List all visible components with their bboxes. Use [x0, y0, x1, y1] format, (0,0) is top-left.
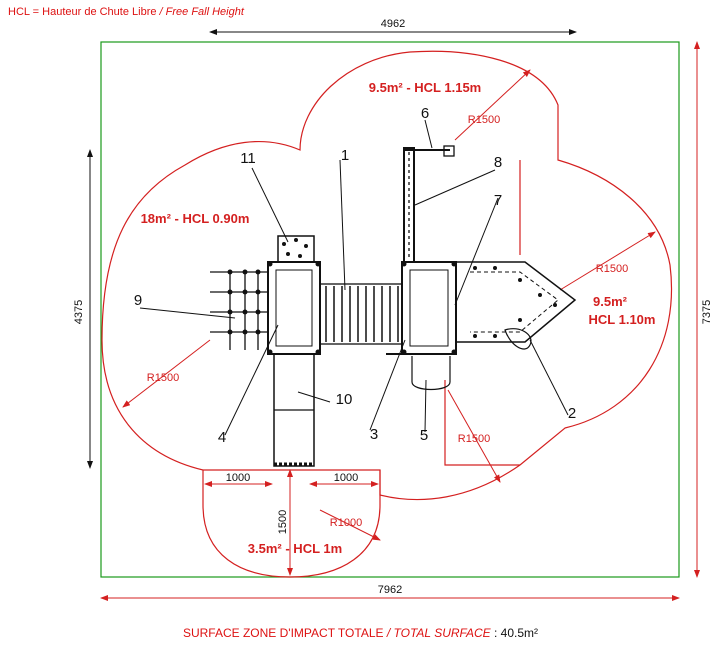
- callouts: [139, 119, 569, 436]
- zone-left-label: 18m² - HCL 0.90m: [141, 211, 250, 226]
- callout-3: 3: [370, 426, 378, 443]
- callout-7: 7: [494, 192, 502, 209]
- bottom-right-radius-label: R1500: [458, 433, 490, 445]
- ramp-radius-line: [319, 509, 381, 541]
- top-dimension-label: 4962: [381, 18, 405, 30]
- callout-6: 6: [421, 105, 429, 122]
- ramp-radius-label: R1000: [330, 517, 362, 529]
- left-dimension-label: 4375: [73, 300, 85, 324]
- entry-step: [411, 356, 451, 391]
- play-structure: [210, 145, 577, 467]
- right-radius-label: R1500: [596, 263, 628, 275]
- legend: HCL = Hauteur de Chute Libre / Free Fall…: [8, 6, 244, 18]
- climbing-pole-frame: [403, 147, 415, 263]
- left-radius-label: R1500: [147, 372, 179, 384]
- callout-2: 2: [568, 405, 576, 422]
- left-tower-roof: [277, 235, 315, 263]
- bottom-dimension-label: 7962: [378, 584, 402, 596]
- net-climber: [210, 269, 268, 350]
- callout-4: 4: [218, 429, 226, 446]
- ramp-left-dim-label: 1000: [226, 472, 250, 484]
- top-radius-line: [454, 69, 531, 141]
- right-dimension-label: 7375: [701, 300, 713, 324]
- impact-zone-outline: [101, 50, 673, 501]
- ramp-depth-dim-label: 1500: [277, 510, 289, 534]
- ramp-right-dim-label: 1000: [334, 472, 358, 484]
- callout-9: 9: [134, 292, 142, 309]
- top-radius-label: R1500: [468, 114, 500, 126]
- right-radius-line: [559, 231, 656, 291]
- total-surface-footer: SURFACE ZONE D'IMPACT TOTALE / TOTAL SUR…: [0, 626, 721, 640]
- callout-1: 1: [341, 147, 349, 164]
- zone-bottom-label: 3.5m² - HCL 1m: [248, 541, 342, 556]
- boundary-rectangle: [100, 41, 680, 578]
- zone-top-label: 9.5m² - HCL 1.15m: [369, 80, 481, 95]
- callout-8: 8: [494, 154, 502, 171]
- right-zone-separator: [444, 160, 521, 466]
- left-radius-line: [122, 339, 211, 408]
- zone-right-label-1: 9.5m²: [593, 294, 628, 309]
- callout-11: 11: [240, 150, 256, 167]
- footer-value: : 40.5m²: [494, 626, 539, 640]
- bottom-right-radius-line: [447, 389, 501, 483]
- legend-english: / Free Fall Height: [159, 6, 244, 18]
- callout-labels: 1 2 3 4 5 6 7 8 9 10 11: [134, 105, 576, 446]
- legend-abbreviation: HCL = Hauteur de Chute Libre: [8, 6, 157, 18]
- footer-english: / TOTAL SURFACE: [386, 626, 491, 640]
- footer-french: SURFACE ZONE D'IMPACT TOTALE: [182, 626, 384, 640]
- slide-structure: [455, 261, 577, 343]
- callout-5: 5: [420, 427, 428, 444]
- callout-10: 10: [336, 391, 353, 408]
- zone-right-label-2: HCL 1.10m: [589, 312, 656, 327]
